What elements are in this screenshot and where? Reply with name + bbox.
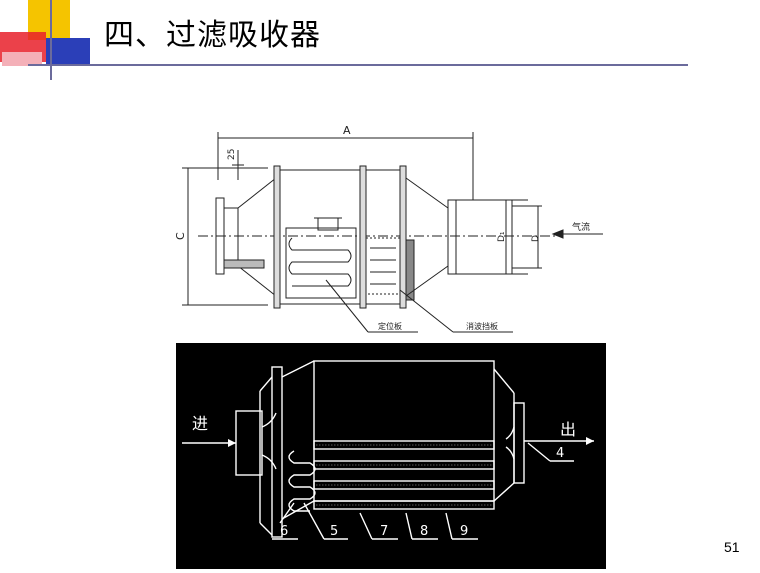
dim-label-a: A [343,124,351,137]
page-number: 51 [724,539,740,555]
filter-hatching [316,444,492,506]
page-title: 四、过滤吸收器 [104,18,321,53]
part-number-4: 4 [556,446,564,461]
absorber-bed [365,237,401,295]
filter-absorber-drawing: A 25 C D₁ D 气流 定位板 消波挡板 [174,124,603,333]
outlet-label: 出 [560,420,576,439]
deco-blue-square [46,38,90,64]
part-number-7: 7 [380,524,388,539]
left-flange-plate [271,366,283,538]
coil [288,450,316,512]
dim-label-d1: D₁ [497,231,507,242]
filter-layer-3 [313,480,495,490]
part-number-8: 8 [420,524,428,539]
filter-layer-2 [313,460,495,470]
filter-layer-1 [313,440,495,450]
deco-pink-square [2,52,42,66]
dim-label-c: C [174,232,187,240]
filter-layer-4 [313,500,495,510]
part-number-6: 6 [280,524,288,539]
part-number-5: 5 [330,524,338,539]
callout-fixing-plate: 消波挡板 [466,321,498,331]
inlet-flange [215,197,225,275]
filter-coil-area [285,227,357,299]
right-flange-plate [513,402,525,484]
inlet-pipe [235,410,263,476]
outlet-pipe [455,199,513,275]
schematic-panel: 进 出 6 5 7 8 9 4 [176,343,606,569]
part-number-9: 9 [460,524,468,539]
outlet-flange [447,199,457,275]
dim-label-d: D [531,235,541,242]
housing [313,360,495,502]
inlet-label: 进 [192,414,208,433]
filter-absorber-schematic: 进 出 6 5 7 8 9 4 [182,360,594,540]
corner-decoration [0,0,100,80]
callout-positioning-plate: 定位板 [378,321,402,331]
airflow-label: 气流 [572,221,590,233]
title-rule [28,64,688,66]
dim-label-offset: 25 [227,149,237,160]
deco-vertical-line [50,0,52,80]
